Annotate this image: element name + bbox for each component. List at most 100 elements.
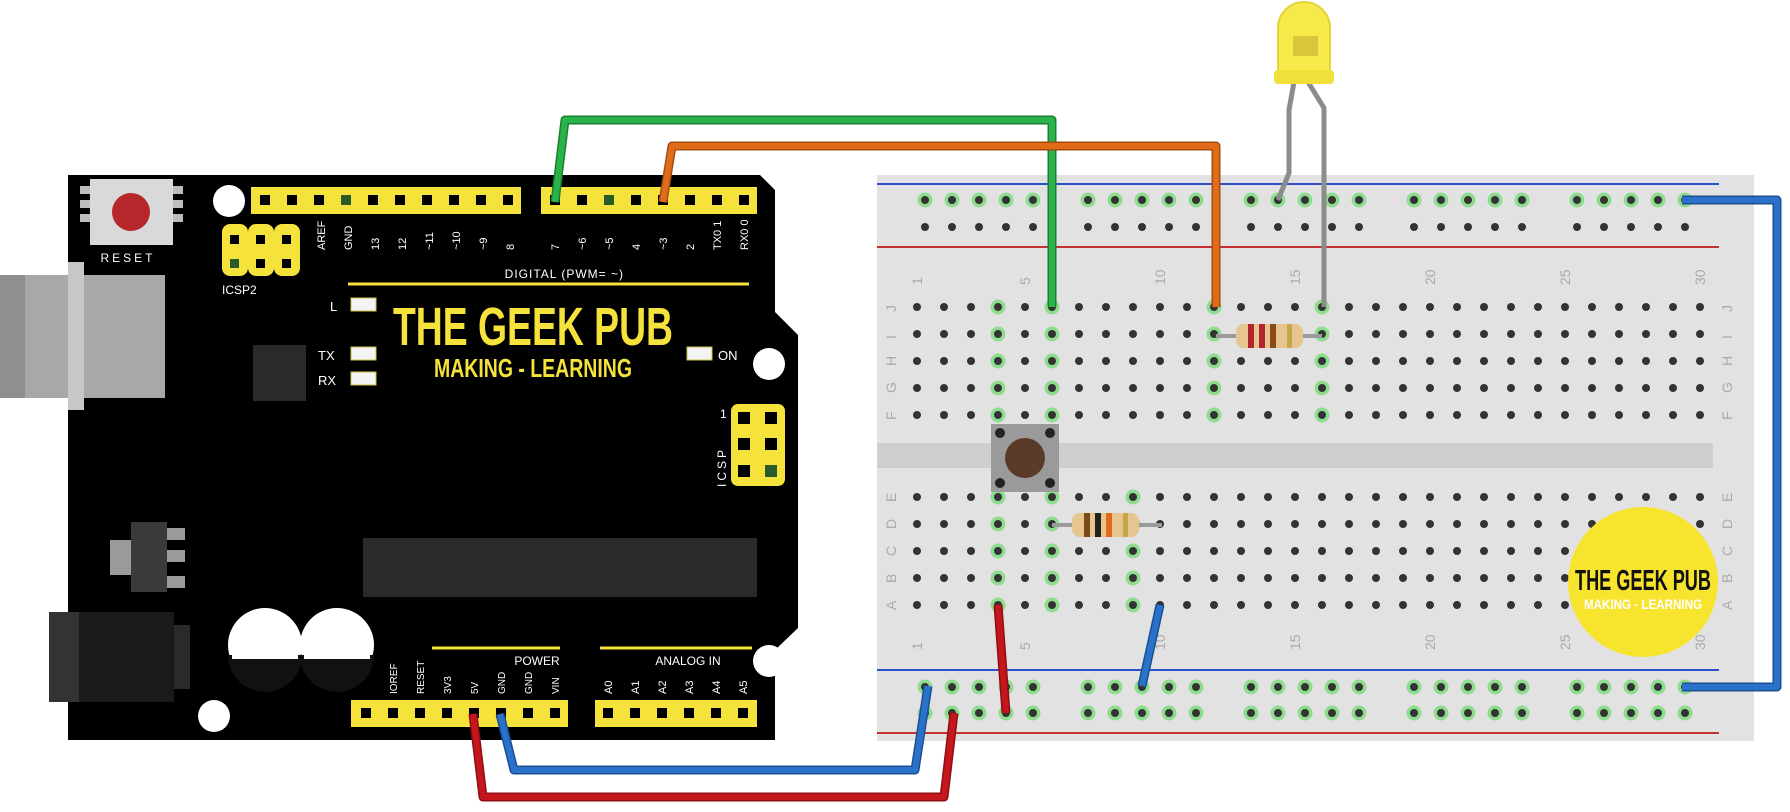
pushbutton[interactable] [991,424,1059,492]
breadboard-hole [1696,411,1704,419]
breadboard-hole [1021,547,1029,555]
breadboard-hole [1372,574,1380,582]
breadboard-hole [1453,520,1461,528]
breadboard-hole [975,709,983,717]
breadboard-hole [1437,709,1445,717]
breadboard-hole [1048,411,1056,419]
breadboard-hole [1318,357,1326,365]
breadboard-hole [1048,574,1056,582]
breadboard-hole [1165,196,1173,204]
header-pin [395,195,405,205]
breadboard-hole [1345,411,1353,419]
breadboard-hole [1156,384,1164,392]
breadboard-hole [1426,493,1434,501]
header-pin [630,708,640,718]
breadboard-hole [967,330,975,338]
analog-pin-holes [603,708,748,718]
breadboard-hole [994,520,1002,528]
breadboard-hole [1237,384,1245,392]
breadboard-hole [1111,683,1119,691]
breadboard-hole [967,574,975,582]
breadboard-hole [1507,357,1515,365]
led-on [686,346,713,361]
breadboard-hole [1156,547,1164,555]
breadboard-hole [1183,330,1191,338]
breadboard-hole [1183,574,1191,582]
digital-pin-label: AREF [316,220,328,250]
breadboard-hole [1480,520,1488,528]
breadboard-hole [1084,683,1092,691]
breadboard-hole [1021,303,1029,311]
column-number-bottom: 20 [1422,634,1438,650]
breadboard-hole [1247,223,1255,231]
breadboard-hole [1183,411,1191,419]
breadboard-hole [1345,384,1353,392]
breadboard-hole [1615,493,1623,501]
badge-title: THE GEEK PUB [1575,565,1711,597]
breadboard-hole [1518,223,1526,231]
header-pin [496,708,506,718]
breadboard-hole [1426,303,1434,311]
brand-subtitle: MAKING - LEARNING [434,353,632,383]
breadboard-hole [1410,683,1418,691]
row-letter: E [1719,493,1735,502]
header-pin [503,195,513,205]
breadboard-hole [967,601,975,609]
breadboard-hole [1264,493,1272,501]
breadboard-hole [1237,303,1245,311]
digital-pin-label: TX0 1 [712,221,724,250]
breadboard-hole [1210,384,1218,392]
reset-button[interactable] [80,179,183,245]
breadboard-hole [1453,547,1461,555]
breadboard-hole [1654,196,1662,204]
breadboard-hole [1480,411,1488,419]
breadboard-hole [1237,357,1245,365]
breadboard-hole [1426,547,1434,555]
breadboard-hole [948,223,956,231]
breadboard-hole [1075,547,1083,555]
mounting-hole [213,185,245,217]
breadboard-hole [967,547,975,555]
breadboard-hole [1138,223,1146,231]
orange-wire [660,143,1219,307]
digital-pin-holes [260,195,749,205]
breadboard-hole [1318,493,1326,501]
blue-wire-resistor [1139,604,1163,687]
breadboard-hole [1615,357,1623,365]
breadboard-hole [1426,411,1434,419]
header-pin [712,195,722,205]
row-letter: F [1719,411,1735,420]
breadboard-hole [1615,384,1623,392]
breadboard-hole [1399,547,1407,555]
breadboard-hole [1491,709,1499,717]
breadboard-hole [1102,411,1110,419]
breadboard-hole [1615,303,1623,311]
breadboard-hole [1264,411,1272,419]
digital-header-right [541,187,757,214]
breadboard-hole [967,411,975,419]
breadboard-hole [1669,303,1677,311]
breadboard-hole [1437,223,1445,231]
breadboard-hole [940,384,948,392]
column-number-top: 20 [1422,269,1438,285]
breadboard-hole [1264,520,1272,528]
usb-connector-edge [0,275,25,398]
breadboard-hole [1437,683,1445,691]
breadboard-hole [1464,683,1472,691]
breadboard-hole [1264,303,1272,311]
breadboard-hole [1561,303,1569,311]
breadboard-hole [1156,493,1164,501]
breadboard-hole [1192,223,1200,231]
breadboard-hole [1627,683,1635,691]
breadboard-hole [1534,493,1542,501]
breadboard-hole [967,384,975,392]
breadboard-hole [940,330,948,338]
header-pin [739,195,749,205]
power-pin-label: 3V3 [443,676,454,694]
breadboard-hole [1129,493,1137,501]
breadboard-hole [1426,520,1434,528]
breadboard-hole [1669,330,1677,338]
breadboard-hole [1372,384,1380,392]
breadboard-hole [1561,547,1569,555]
breadboard-hole [1210,411,1218,419]
